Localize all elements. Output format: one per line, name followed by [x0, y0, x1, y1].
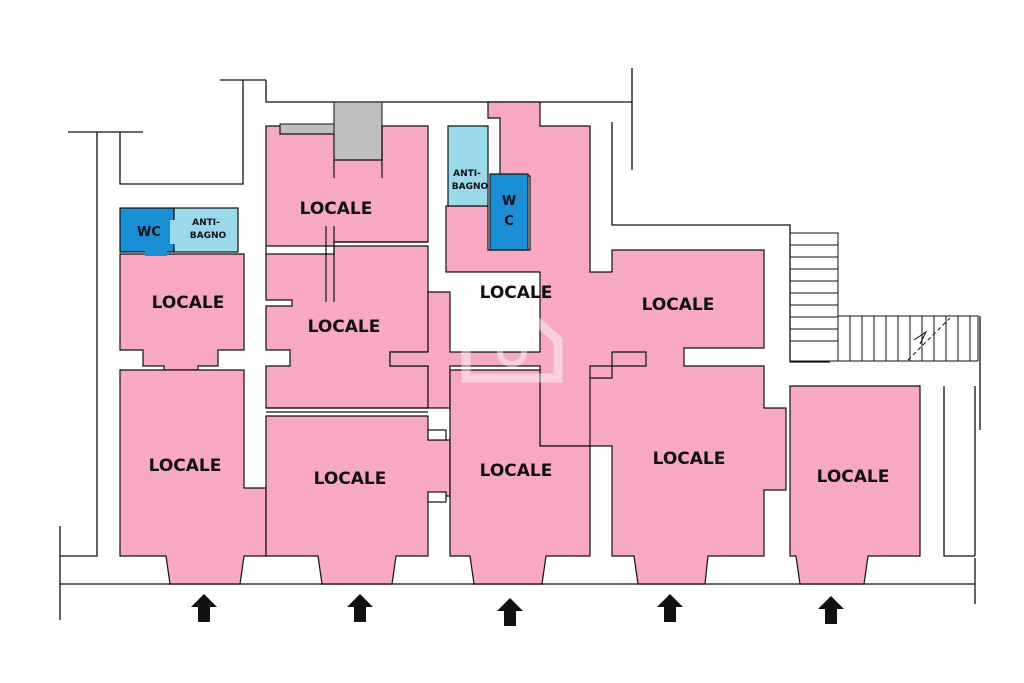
wc-right-label-2: C	[504, 214, 514, 229]
room-shape-g	[449, 369, 591, 585]
entrance-arrow-icon	[657, 594, 683, 622]
entrance-arrow-icon	[347, 594, 373, 622]
room-shape-f	[265, 415, 451, 585]
entrance-arrows	[191, 594, 844, 626]
antibagno-left-room	[173, 207, 239, 253]
room-label: LOCALE	[653, 449, 726, 469]
entrance-arrow-icon	[497, 598, 523, 626]
antibagno-left-label-1: ANTI-	[192, 218, 220, 228]
room-label: LOCALE	[308, 317, 381, 337]
rooms	[119, 101, 921, 585]
antibagno-left-label-2: BAGNO	[190, 231, 227, 241]
room-label: LOCALE	[480, 283, 553, 303]
room-label: LOCALE	[817, 467, 890, 487]
room-labels: LOCALE LOCALE LOCALE LOCALE LOCALE LOCAL…	[137, 169, 889, 489]
watermark	[461, 294, 563, 383]
room-label: LOCALE	[152, 293, 225, 313]
room-label: LOCALE	[480, 461, 553, 481]
wc-left-room	[119, 207, 175, 253]
bathroom-left	[119, 207, 239, 256]
room-shape-e	[119, 369, 267, 585]
antibagno-right-label-2: BAGNO	[452, 182, 489, 192]
room-label: LOCALE	[642, 295, 715, 315]
wc-right-room	[489, 173, 529, 251]
wc-left-label: WC	[137, 225, 161, 240]
room-label: LOCALE	[314, 469, 387, 489]
interior-walls	[266, 126, 447, 503]
room-shape-d	[389, 101, 787, 585]
wc-right-label-1: W	[502, 194, 516, 209]
room-shape-a	[265, 125, 429, 254]
room-shape-h	[789, 385, 921, 585]
entrance-arrow-icon	[818, 596, 844, 624]
entrance-arrow-icon	[191, 594, 217, 622]
antibagno-right-label-1: ANTI-	[453, 169, 481, 179]
room-label: LOCALE	[149, 456, 222, 476]
antibagno-right-room	[447, 125, 489, 207]
room-label: LOCALE	[300, 199, 373, 219]
bathroom-right	[447, 125, 529, 251]
staircase	[789, 232, 979, 362]
